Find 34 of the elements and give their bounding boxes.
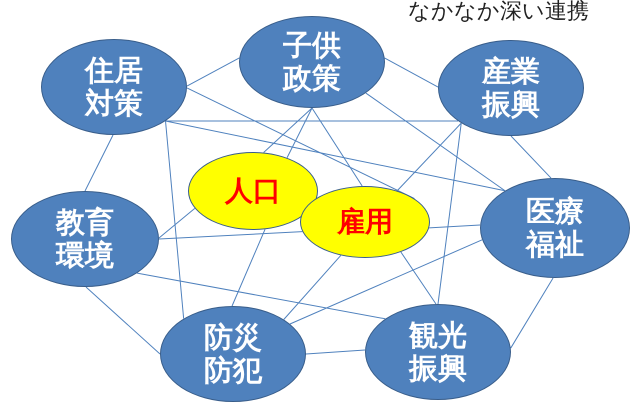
- connector-line: [186, 57, 240, 87]
- connector-line: [263, 108, 312, 154]
- connector-line: [290, 239, 483, 324]
- connector-line: [232, 228, 266, 306]
- connector-line: [428, 224, 481, 228]
- connector-line: [510, 136, 552, 179]
- connector-line: [158, 208, 196, 239]
- node-label: 観光振興: [408, 318, 468, 386]
- connector-line: [186, 87, 415, 200]
- connector-line: [384, 58, 439, 88]
- node-label: 人口: [225, 174, 281, 208]
- connector-line: [365, 92, 506, 192]
- connector-line: [438, 122, 462, 304]
- node-label: 防災防犯: [202, 320, 264, 388]
- connector-line: [136, 272, 386, 320]
- node-label: 雇用: [337, 206, 393, 238]
- connector-line: [84, 134, 114, 192]
- connector-line: [283, 254, 342, 320]
- connector-line: [165, 120, 506, 192]
- connector-line: [510, 277, 554, 349]
- connector-line: [85, 286, 160, 354]
- connector-line: [400, 252, 436, 305]
- node-label: 産業振興: [480, 54, 541, 122]
- node-label: 子供政策: [282, 28, 342, 96]
- node-label: 医療福祉: [524, 194, 585, 262]
- node-label: 住居対策: [84, 54, 144, 120]
- connector-line: [396, 122, 462, 192]
- connector-line: [306, 350, 366, 354]
- connector-line: [165, 120, 184, 320]
- connector-line: [312, 108, 363, 187]
- connector-line: [158, 231, 303, 240]
- connector-line: [165, 120, 458, 122]
- node-label: 教育環境: [54, 206, 115, 272]
- connector-line: [286, 108, 312, 158]
